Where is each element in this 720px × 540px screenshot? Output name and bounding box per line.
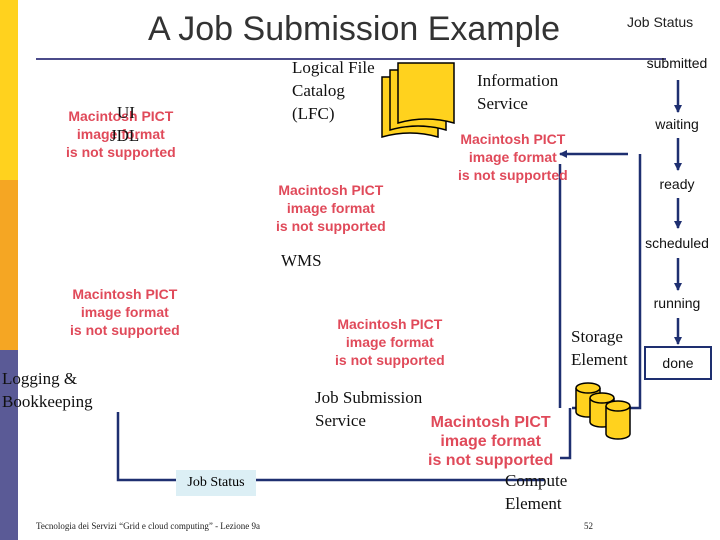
line-to-compute-element (560, 408, 572, 460)
title-underline (36, 58, 666, 60)
status-waiting: waiting (655, 116, 699, 132)
slide-sidebar (0, 0, 18, 540)
logging-image-placeholder: Macintosh PICT image format is not suppo… (70, 286, 180, 338)
storage-element-cylinders-icon (575, 382, 631, 440)
job-status-header: Job Status (627, 14, 694, 30)
sidebar-purple-band (0, 350, 18, 540)
information-service-image-placeholder: Macintosh PICT image format is not suppo… (458, 131, 568, 183)
sidebar-orange-band (0, 180, 18, 350)
status-done: done (644, 346, 712, 380)
ui-label: UI (117, 103, 135, 122)
center-image-placeholder: Macintosh PICT image format is not suppo… (335, 316, 445, 368)
wms-label: WMS (281, 251, 322, 270)
lfc-label: Logical File Catalog (LFC) (292, 58, 375, 123)
information-service-label: Information Service (477, 71, 559, 113)
slide-footer: Tecnologia dei Servizi “Grid e cloud com… (36, 521, 261, 531)
page-number: 52 (584, 521, 593, 531)
compute-element-label: Compute Element (505, 471, 568, 513)
status-scheduled: scheduled (645, 235, 709, 251)
job-status-box: Job Status (176, 470, 256, 496)
slide-title: A Job Submission Example (148, 10, 560, 48)
lfc-document-stack-icon (381, 62, 455, 138)
logging-bookkeeping-label: Logging & Bookkeeping (2, 369, 93, 411)
status-running: running (653, 295, 701, 311)
job-submission-service-label: Job Submission Service (315, 388, 423, 430)
wms-image-placeholder: Macintosh PICT image format is not suppo… (276, 182, 386, 234)
status-ready: ready (659, 176, 695, 192)
job-flow-arrows (116, 80, 682, 482)
sidebar-yellow-band (0, 0, 18, 180)
ui-image-placeholder: Macintosh PICT image format is not suppo… (66, 108, 176, 160)
line-to-logging (116, 412, 545, 482)
status-submitted: submitted (646, 55, 708, 71)
jdl-label: JDL (110, 126, 140, 145)
compute-element-image-placeholder: Macintosh PICT image format is not suppo… (428, 414, 554, 469)
storage-element-label: Storage Element (571, 327, 628, 369)
